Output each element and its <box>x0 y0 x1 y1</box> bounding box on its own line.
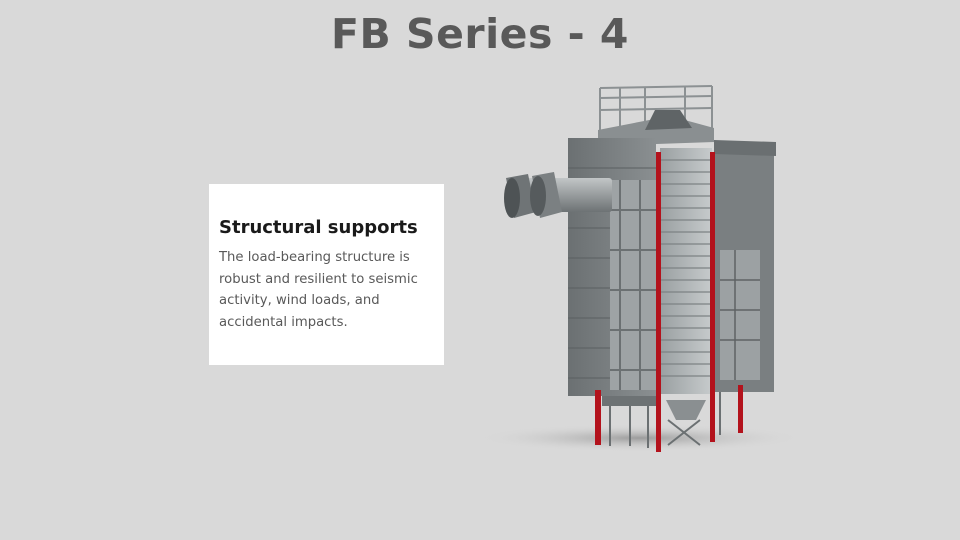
boiler-structure-illustration <box>475 85 805 452</box>
card-body: The load-bearing structure is robust and… <box>219 250 418 330</box>
base-frame <box>602 392 721 448</box>
ground-shadow <box>475 424 805 452</box>
exhaust-pipes <box>504 172 612 218</box>
top-railing <box>599 85 713 130</box>
info-card: Structural supports The load-bearing str… <box>209 184 444 365</box>
tube-bank <box>660 148 712 394</box>
structural-supports <box>595 152 743 452</box>
slide-title: FB Series - 4 <box>331 10 629 58</box>
card-heading: Structural supports <box>219 217 418 238</box>
